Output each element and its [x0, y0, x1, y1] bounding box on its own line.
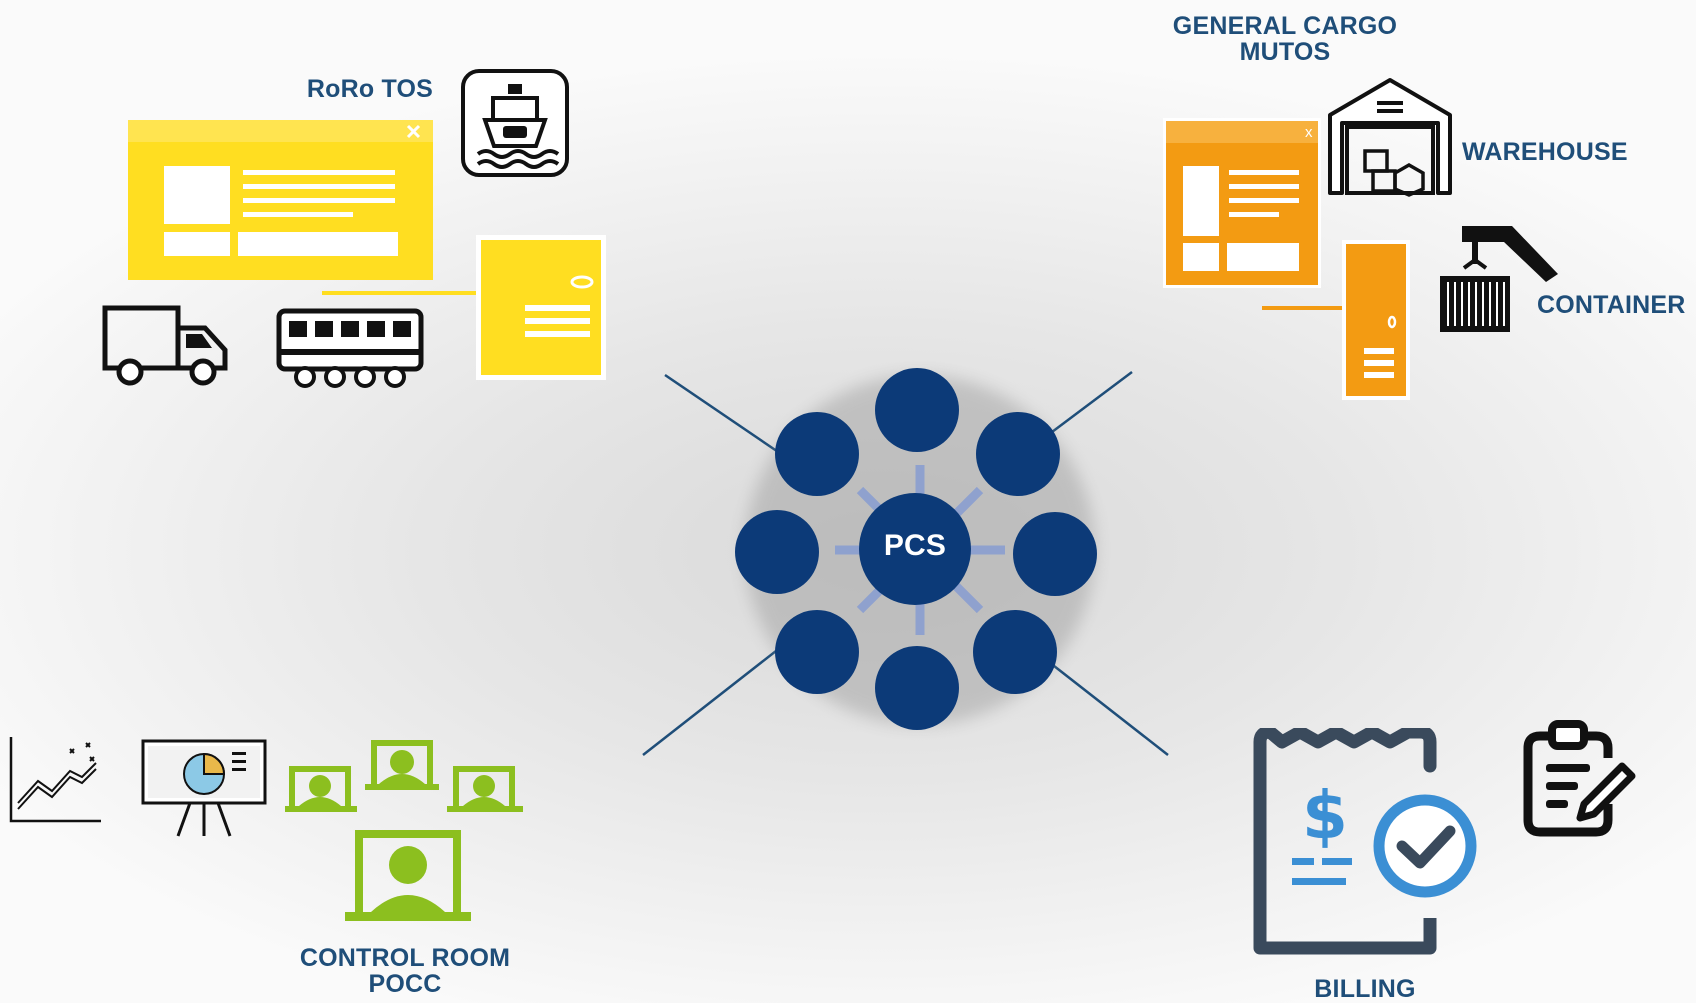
train-icon [276, 308, 424, 388]
hub-label: PCS [883, 529, 947, 562]
crane-container-icon [1440, 226, 1558, 332]
roro-window-icon [128, 120, 433, 280]
satellite-node [1013, 512, 1097, 596]
connector-bottom-right [1039, 654, 1169, 756]
warehouse-label: WAREHOUSE [1462, 138, 1628, 166]
users-monitor-icon [285, 740, 523, 921]
svg-text:$: $ [1302, 777, 1348, 854]
satellite-node [976, 412, 1060, 496]
hub-center [859, 493, 971, 605]
satellite-node [875, 646, 959, 730]
control-room-line1: CONTROL ROOM [299, 944, 511, 972]
clipboard-edit-icon [1523, 720, 1636, 837]
general-cargo-line2: MUTOS [1239, 38, 1331, 67]
warehouse-icon [1328, 78, 1452, 197]
container-label: CONTAINER [1537, 291, 1686, 319]
ship-icon [461, 69, 569, 177]
control-room-line2: POCC [368, 970, 442, 999]
analytics-chart-icon [9, 737, 101, 823]
general-cargo-label: GENERAL CARGO MUTOS [1150, 13, 1420, 66]
general-cargo-window-icon: x [1163, 118, 1321, 288]
pcs-hub [735, 368, 1097, 730]
presentation-board-icon [141, 739, 267, 837]
satellite-node [973, 610, 1057, 694]
billing-label: BILLING [1314, 975, 1416, 1003]
invoice-check-icon: $ [1253, 728, 1477, 955]
svg-text:x: x [1305, 124, 1313, 141]
truck-icon [102, 305, 228, 386]
roro-server-icon [322, 235, 606, 380]
connector-top-left [664, 373, 791, 462]
connector-bottom-left [642, 639, 791, 756]
satellite-node [875, 368, 959, 452]
satellite-node [775, 610, 859, 694]
general-cargo-line1: GENERAL CARGO [1172, 12, 1398, 40]
control-room-label: CONTROL ROOM POCC [270, 945, 540, 998]
general-cargo-server-icon [1262, 240, 1410, 400]
satellite-node [735, 510, 819, 594]
satellite-node [775, 412, 859, 496]
roro-tos-label: RoRo TOS [306, 75, 434, 103]
